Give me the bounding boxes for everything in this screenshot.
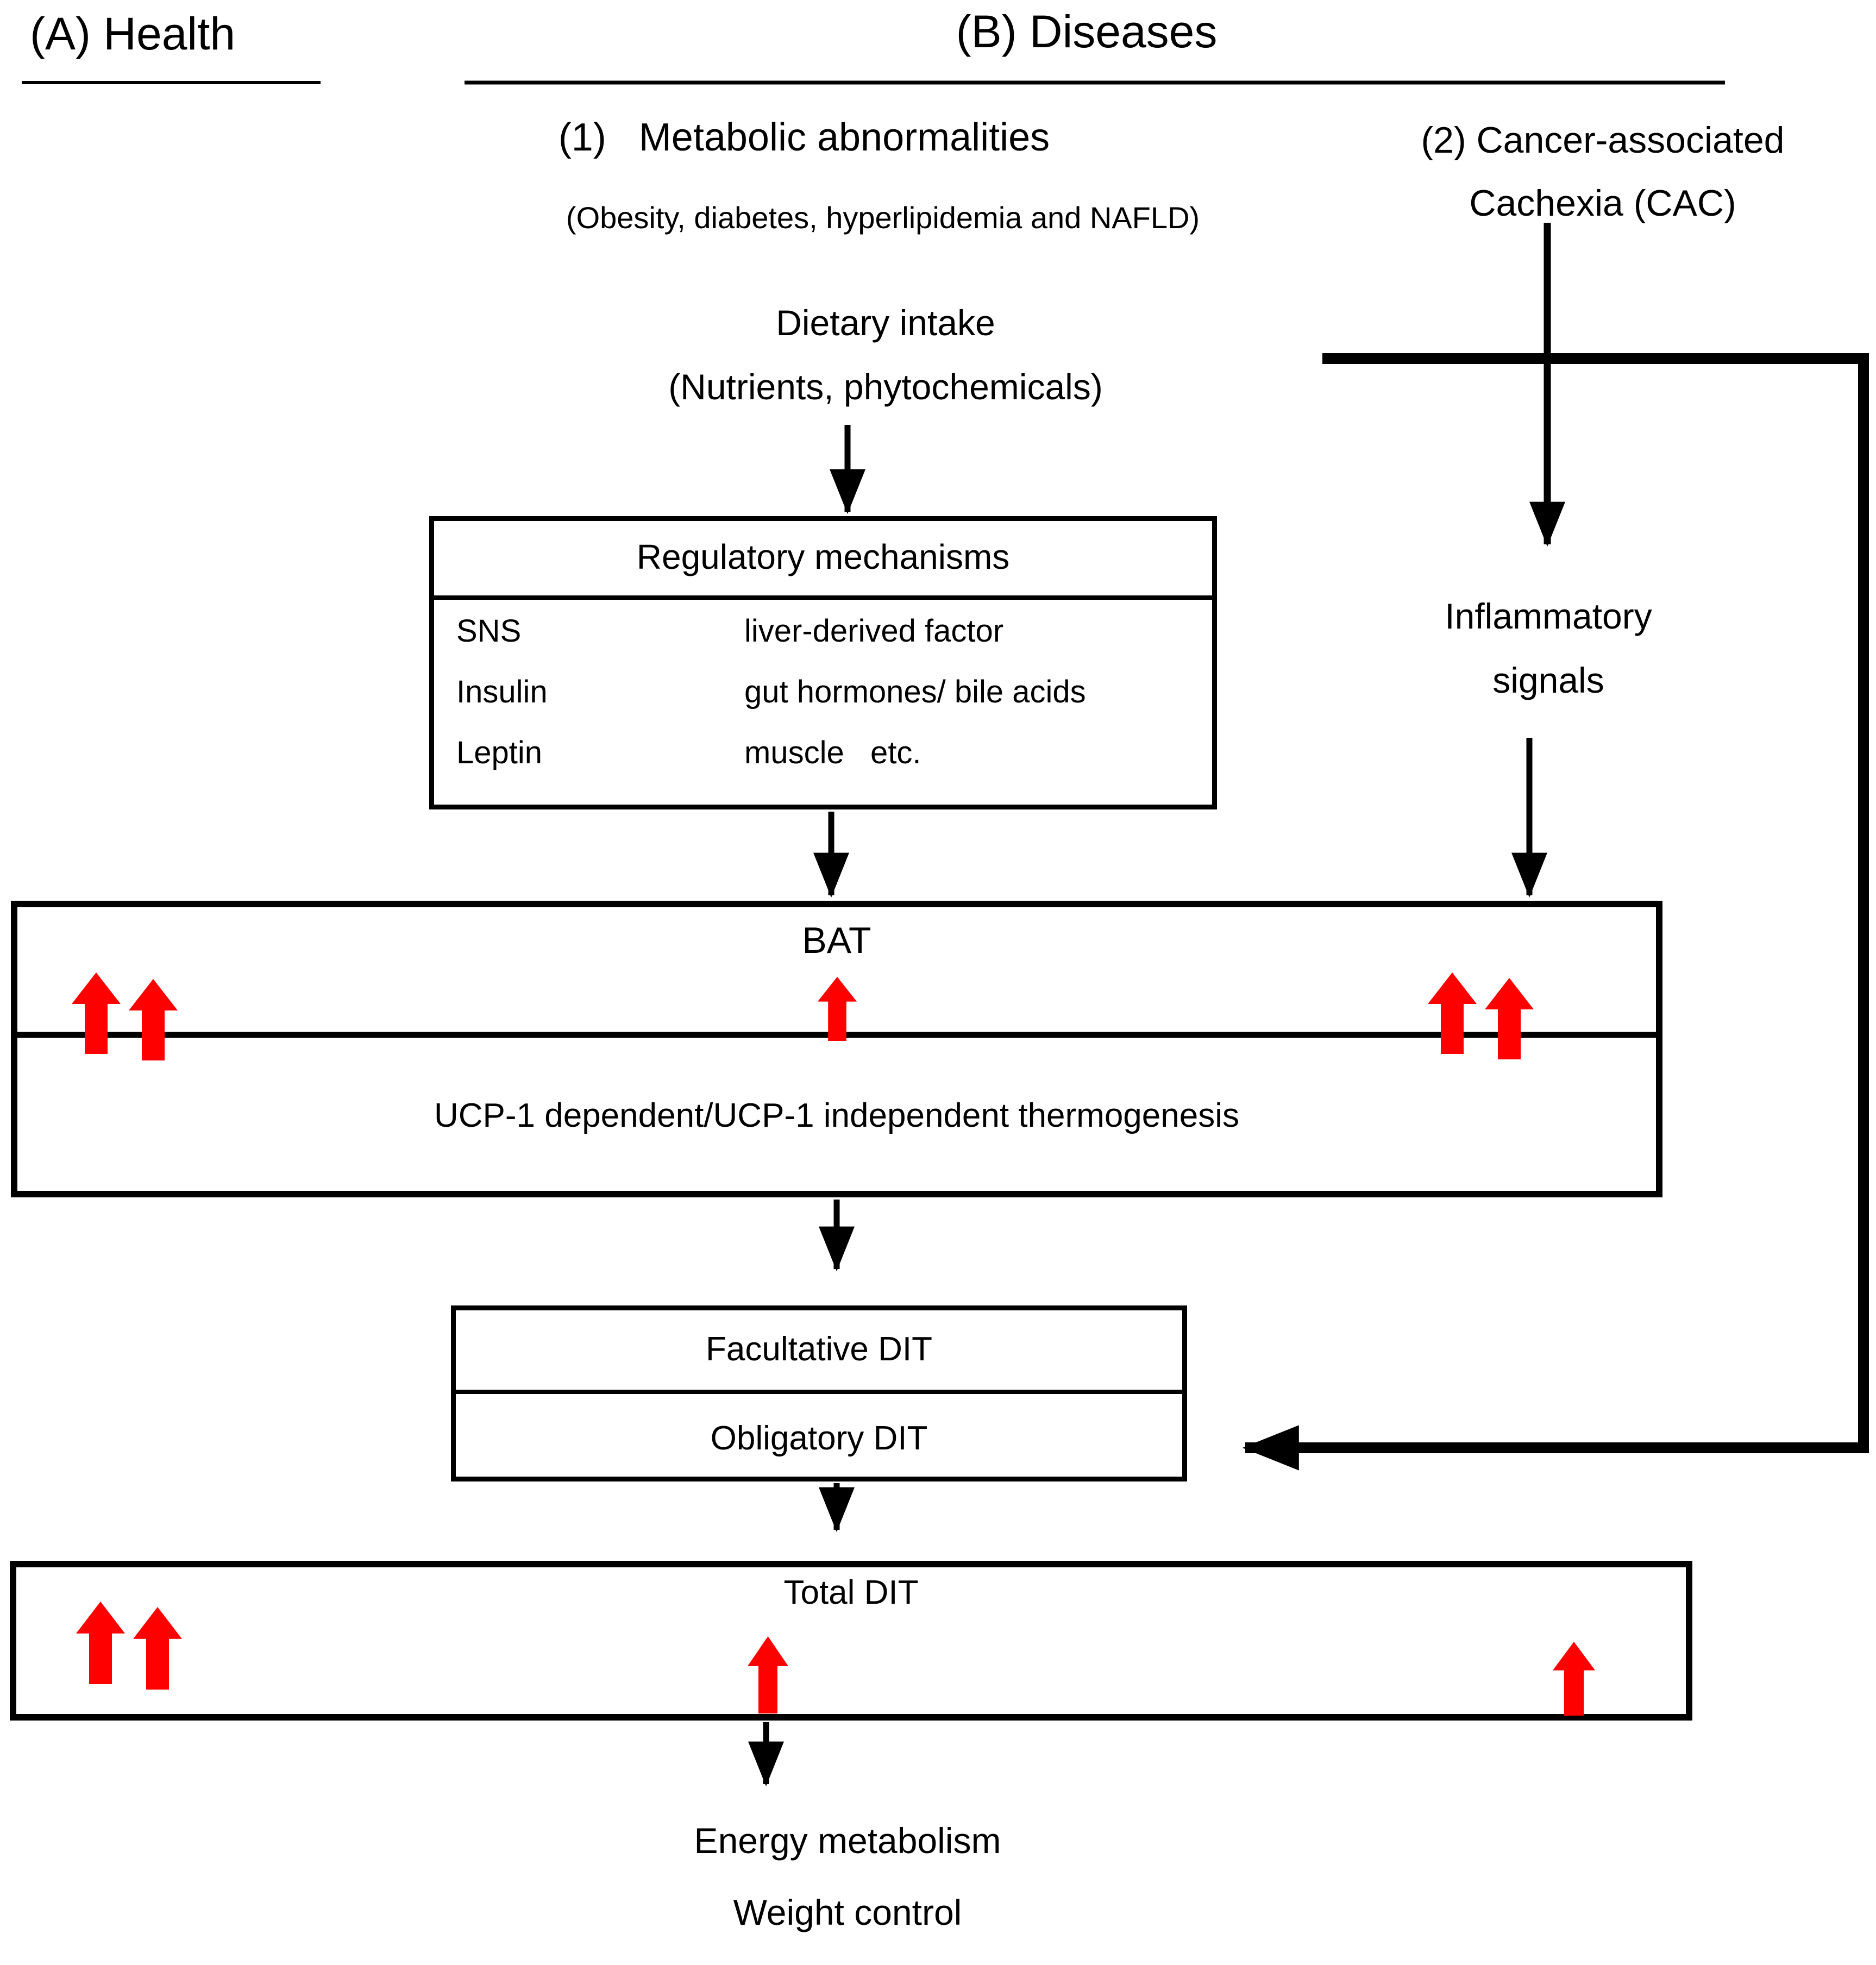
dietary-intake-label: Dietary intake (Nutrients, phytochemical… bbox=[505, 291, 1266, 419]
cancer-cachexia-title: (2) Cancer-associated Cachexia (CAC) bbox=[1331, 109, 1874, 235]
cancer-cachexia-line1: (2) Cancer-associated bbox=[1421, 120, 1785, 161]
up-arrow-icon bbox=[76, 1602, 125, 1684]
dit-box bbox=[451, 1305, 1187, 1481]
total-dit-title: Total DIT bbox=[783, 1574, 919, 1611]
outcome-line2: Weight control bbox=[733, 1892, 962, 1932]
regulatory-row-left-1: Insulin bbox=[456, 674, 548, 710]
up-arrow-icon bbox=[1553, 1642, 1595, 1716]
total-dit-box bbox=[10, 1561, 1692, 1721]
outcome-line1: Energy metabolism bbox=[694, 1820, 1001, 1861]
regulatory-row-left-2: Leptin bbox=[456, 735, 543, 770]
metabolic-abnormalities-subtitle: (Obesity, diabetes, hyperlipidemia and N… bbox=[566, 200, 1200, 235]
arrow-cac-feedback-to-obligatory bbox=[1242, 353, 1869, 1471]
dietary-intake-line2: (Nutrients, phytochemicals) bbox=[668, 367, 1103, 407]
up-arrow-icon bbox=[133, 1607, 182, 1690]
diseases-heading: (B) Diseases bbox=[956, 6, 1218, 57]
inflammatory-line2: signals bbox=[1492, 660, 1604, 700]
up-arrow-icon bbox=[1485, 978, 1534, 1059]
bat-box bbox=[11, 901, 1662, 1197]
regulatory-row-left-0: SNS bbox=[456, 613, 522, 649]
obligatory-dit-label: Obligatory DIT bbox=[710, 1420, 928, 1457]
metabolic-abnormalities-title: (1) Metabolic abnormalities bbox=[558, 116, 1050, 159]
up-arrow-icon bbox=[129, 979, 178, 1060]
up-arrow-icon bbox=[748, 1636, 788, 1713]
up-arrow-icon bbox=[1428, 972, 1477, 1054]
bat-subtitle: UCP-1 dependent/UCP-1 independent thermo… bbox=[434, 1097, 1240, 1134]
facultative-dit-label: Facultative DIT bbox=[706, 1330, 932, 1368]
health-heading: (A) Health bbox=[30, 8, 236, 59]
inflammatory-signals-label: Inflammatory signals bbox=[1331, 584, 1766, 712]
up-arrow-icon bbox=[72, 972, 121, 1054]
regulatory-row-right-1: gut hormones/ bile acids bbox=[744, 674, 1086, 710]
inflammatory-line1: Inflammatory bbox=[1445, 596, 1652, 636]
up-arrow-icon bbox=[818, 977, 857, 1041]
regulatory-mechanisms-title: Regulatory mechanisms bbox=[636, 537, 1010, 576]
regulatory-row-right-0: liver-derived factor bbox=[744, 613, 1004, 649]
dietary-intake-line1: Dietary intake bbox=[776, 303, 995, 343]
regulatory-mechanisms-box bbox=[429, 516, 1217, 809]
outcome-label: Energy metabolism Weight control bbox=[467, 1805, 1228, 1948]
regulatory-row-right-2: muscle etc. bbox=[744, 735, 921, 770]
cancer-cachexia-line2: Cachexia (CAC) bbox=[1469, 183, 1736, 224]
bat-title: BAT bbox=[802, 920, 871, 961]
